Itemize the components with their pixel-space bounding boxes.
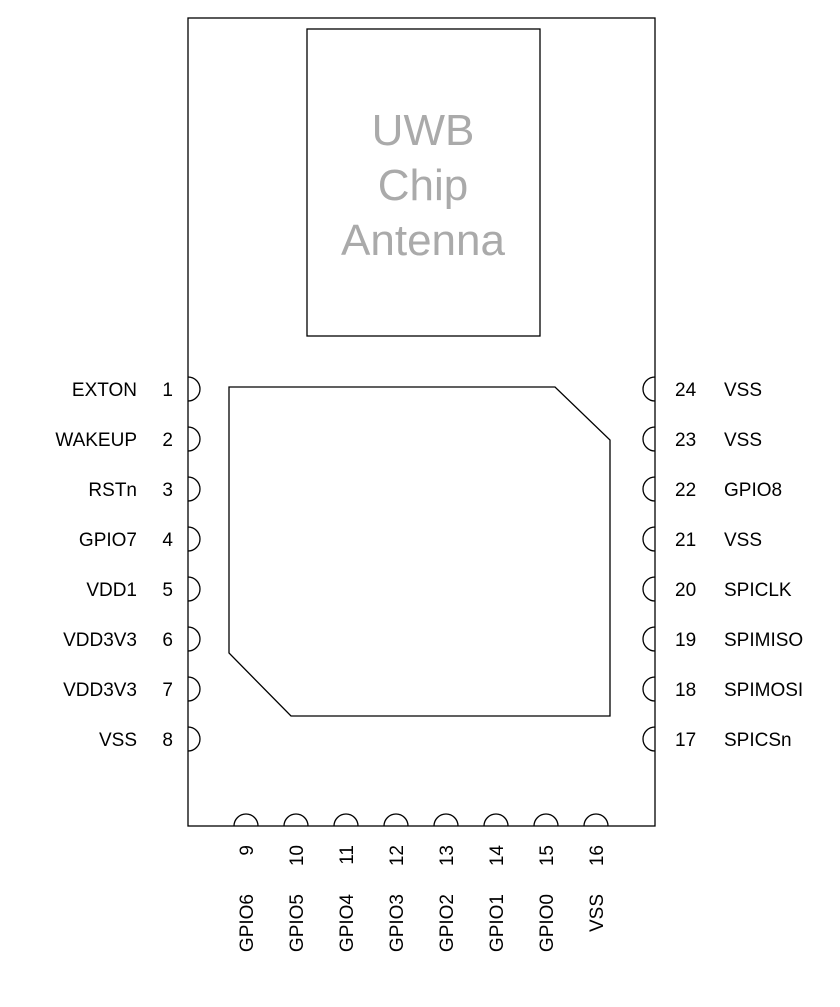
pin-pad-22 (642, 476, 656, 502)
pin-pad-16 (583, 813, 609, 827)
pin-pad-11 (333, 813, 359, 827)
pin-name-9: GPIO6 (237, 894, 258, 952)
pin-number-12: 12 (387, 845, 408, 866)
pin-name-21: VSS (724, 530, 762, 551)
pin-number-14: 14 (487, 845, 508, 867)
pin-number-11: 11 (337, 845, 358, 865)
pin-pad-4 (187, 526, 201, 552)
pin-name-1: EXTON (72, 380, 137, 401)
pin-pad-19 (642, 626, 656, 652)
pin-pad-9 (233, 813, 259, 827)
pin-pad-24 (642, 376, 656, 402)
pin-pad-21 (642, 526, 656, 552)
pin-pad-1 (187, 376, 201, 402)
pin-number-23: 23 (675, 430, 696, 451)
pin-pad-6 (187, 626, 201, 652)
pin-pad-18 (642, 676, 656, 702)
pin-number-20: 20 (675, 580, 696, 601)
pin-pad-10 (283, 813, 309, 827)
pin-number-2: 2 (162, 430, 173, 451)
pin-name-23: VSS (724, 430, 762, 451)
pin-pad-2 (187, 426, 201, 452)
antenna-label-line-2: Chip (378, 161, 469, 210)
pin-number-8: 8 (162, 730, 173, 751)
antenna-label-line-1: UWB (372, 106, 475, 155)
pin-number-17: 17 (675, 730, 696, 751)
pin-name-11: GPIO4 (337, 894, 358, 953)
pin-name-10: GPIO5 (287, 894, 308, 952)
chip-outline (228, 386, 611, 717)
pin-name-24: VSS (724, 380, 762, 401)
antenna-block (306, 28, 541, 337)
pin-number-16: 16 (587, 845, 608, 866)
pin-name-20: SPICLK (724, 580, 792, 601)
pin-pad-8 (187, 726, 201, 752)
pin-number-1: 1 (162, 380, 173, 401)
pin-name-15: GPIO0 (537, 894, 558, 952)
pin-name-19: SPIMISO (724, 630, 803, 651)
pin-pad-17 (642, 726, 656, 752)
pin-pad-13 (433, 813, 459, 827)
pin-number-6: 6 (162, 630, 173, 651)
pin-pad-20 (642, 576, 656, 602)
pin-number-9: 9 (237, 845, 258, 856)
pin-name-17: SPICSn (724, 730, 792, 751)
pin-pad-7 (187, 676, 201, 702)
pin-name-12: GPIO3 (387, 894, 408, 952)
pin-number-21: 21 (675, 530, 696, 551)
pin-name-5: VDD1 (86, 580, 137, 601)
pin-name-16: VSS (587, 894, 608, 932)
pin-number-5: 5 (162, 580, 173, 601)
pin-name-14: GPIO1 (487, 894, 508, 952)
pin-name-6: VDD3V3 (63, 630, 137, 651)
module-outline (187, 17, 656, 827)
pin-number-13: 13 (437, 845, 458, 866)
pin-name-18: SPIMOSI (724, 680, 803, 701)
left-pins: 1EXTON2WAKEUP3RSTn4GPIO75VDD16VDD3V37VDD… (55, 376, 201, 752)
pin-pad-3 (187, 476, 201, 502)
pin-number-15: 15 (537, 845, 558, 866)
pin-name-2: WAKEUP (55, 430, 137, 451)
antenna-label-line-3: Antenna (341, 216, 505, 265)
pin-number-18: 18 (675, 680, 696, 701)
pin-pad-12 (383, 813, 409, 827)
pin-number-4: 4 (162, 530, 173, 551)
pin-number-3: 3 (162, 480, 173, 501)
pin-pad-5 (187, 576, 201, 602)
pin-number-19: 19 (675, 630, 696, 651)
pin-name-7: VDD3V3 (63, 680, 137, 701)
pin-name-4: GPIO7 (79, 530, 137, 551)
pin-name-13: GPIO2 (437, 894, 458, 952)
pin-name-8: VSS (99, 730, 137, 751)
pin-pad-14 (483, 813, 509, 827)
pin-number-24: 24 (675, 380, 697, 401)
pin-number-22: 22 (675, 480, 696, 501)
pin-pad-23 (642, 426, 656, 452)
pin-name-3: RSTn (88, 480, 137, 501)
pin-pad-15 (533, 813, 559, 827)
pin-name-22: GPIO8 (724, 480, 782, 501)
pin-number-10: 10 (287, 845, 308, 866)
pin-number-7: 7 (162, 680, 173, 701)
